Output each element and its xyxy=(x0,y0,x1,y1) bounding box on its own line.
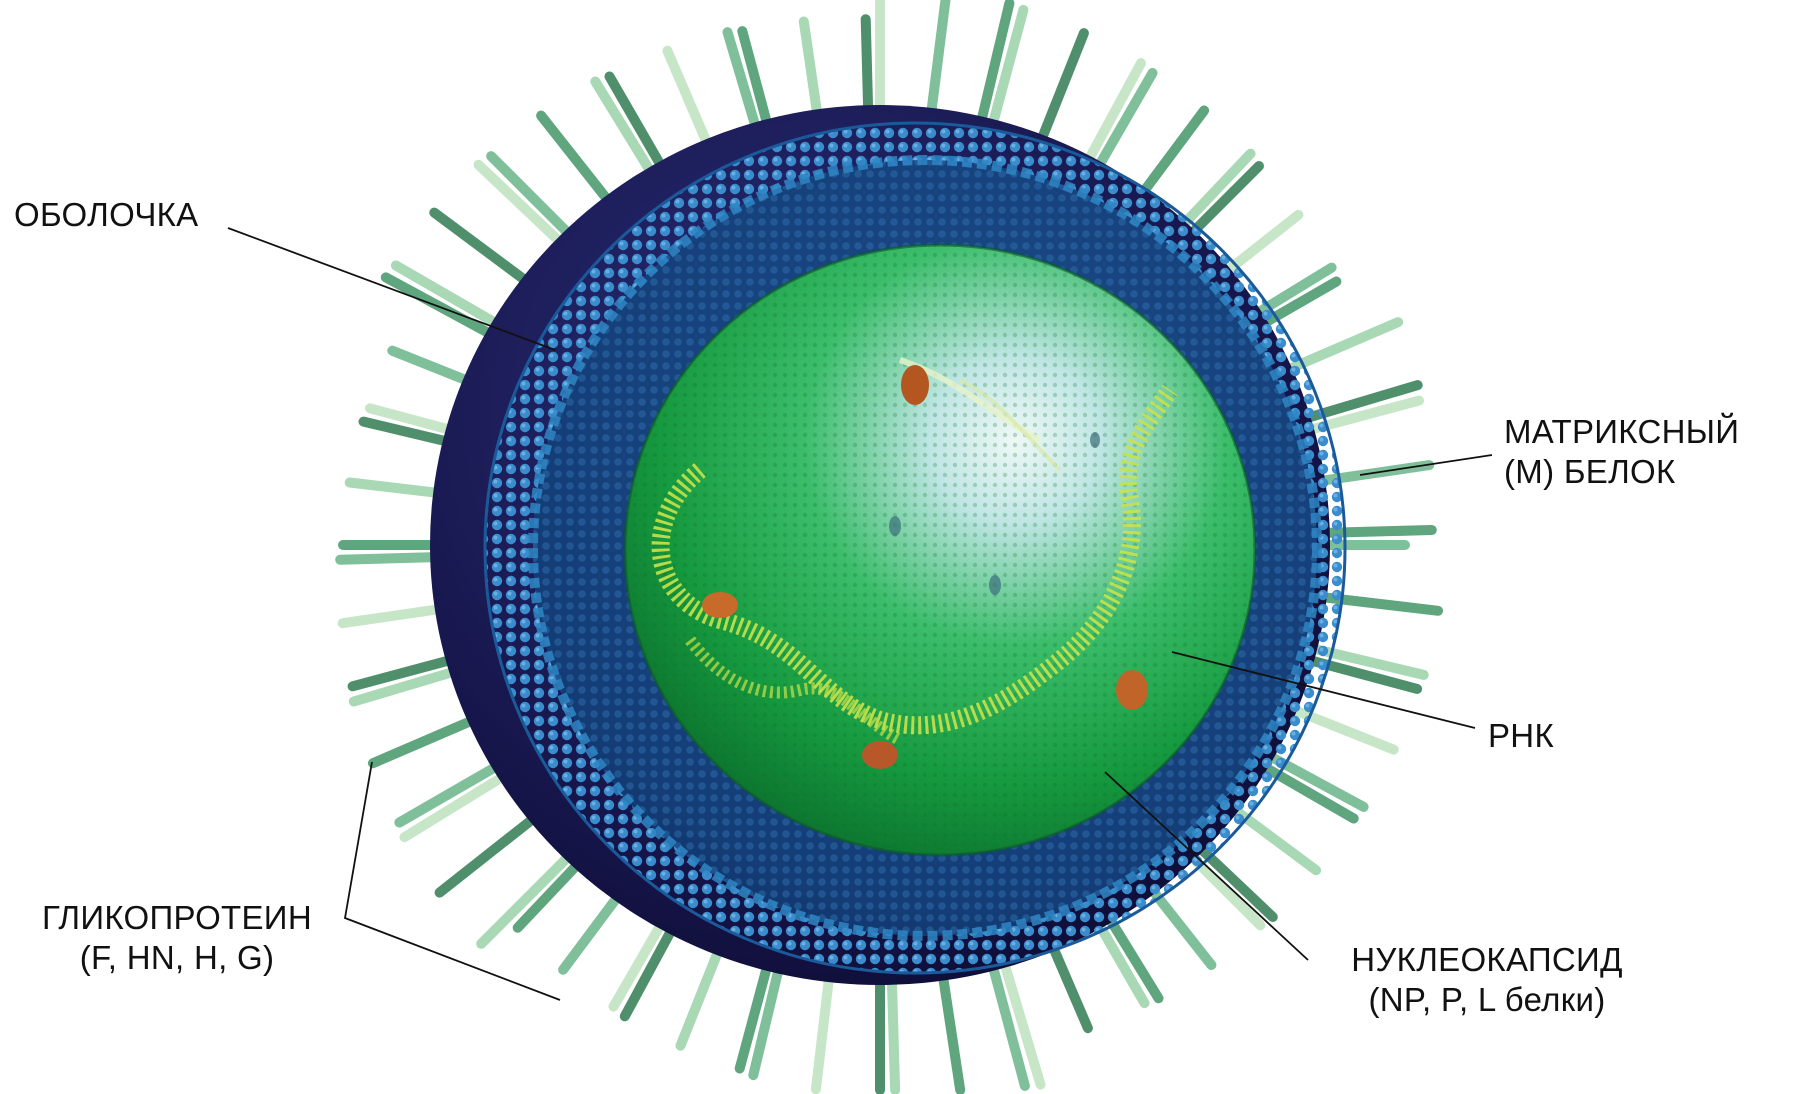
label-envelope: ОБОЛОЧКА xyxy=(14,195,198,235)
label-matrix-protein: МАТРИКСНЫЙ (M) БЕЛОК xyxy=(1504,412,1739,492)
polymerase-particle xyxy=(1116,670,1148,710)
polymerase-particle xyxy=(862,741,898,769)
label-glycoprotein-line1: ГЛИКОПРОТЕИН xyxy=(12,898,342,938)
label-glycoprotein-line2: (F, HN, H, G) xyxy=(12,938,342,978)
polymerase-particle xyxy=(702,592,738,618)
label-nucleocapsid: НУКЛЕОКАПСИД (NP, P, L белки) xyxy=(1312,940,1662,1020)
label-rna: РНК xyxy=(1488,716,1554,756)
label-matrix-line1: МАТРИКСНЫЙ xyxy=(1504,412,1739,452)
leader-matrix xyxy=(1360,455,1492,475)
leader-envelope xyxy=(228,228,555,350)
label-glycoprotein: ГЛИКОПРОТЕИН (F, HN, H, G) xyxy=(12,898,342,978)
polymerase-particle xyxy=(901,365,929,405)
label-matrix-line2: (M) БЕЛОК xyxy=(1504,452,1739,492)
label-nucleocapsid-line2: (NP, P, L белки) xyxy=(1312,980,1662,1020)
label-nucleocapsid-line1: НУКЛЕОКАПСИД xyxy=(1312,940,1662,980)
label-envelope-text: ОБОЛОЧКА xyxy=(14,195,198,235)
label-rna-text: РНК xyxy=(1488,716,1554,756)
